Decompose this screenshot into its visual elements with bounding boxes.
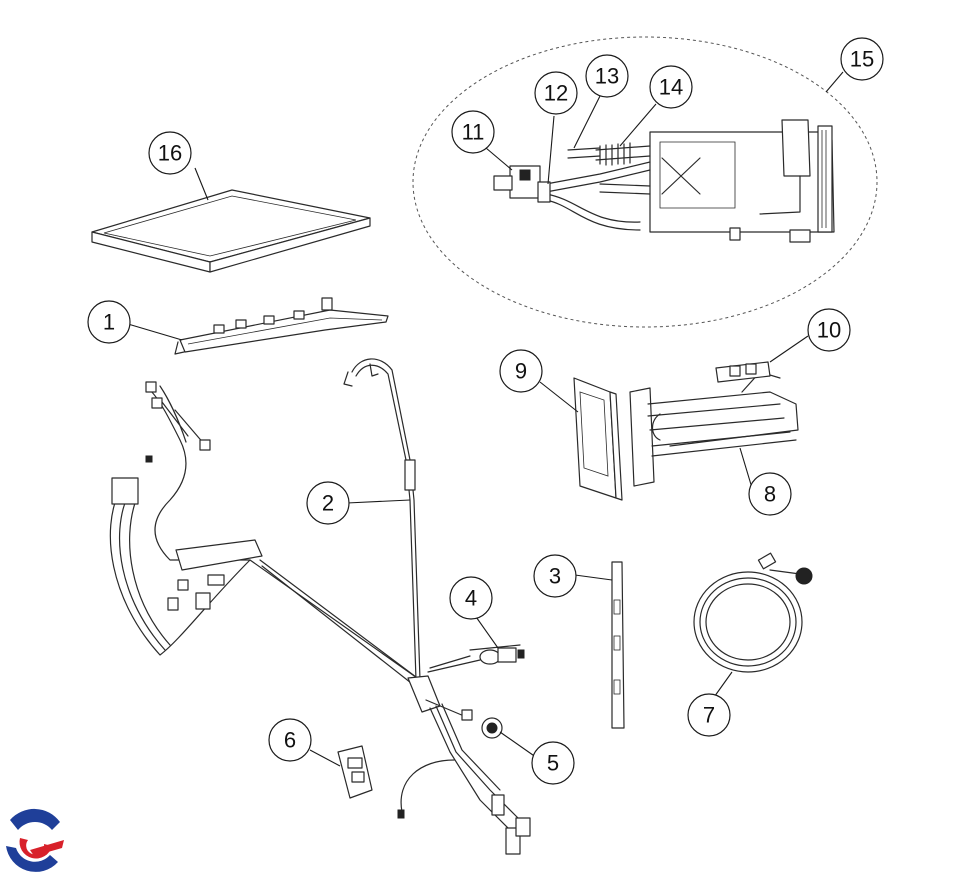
svg-text:6: 6 xyxy=(284,728,296,753)
part-7-hose xyxy=(693,552,813,673)
part-9-cover-plate xyxy=(573,377,623,501)
callout-6: 6 xyxy=(268,718,312,762)
svg-text:14: 14 xyxy=(659,75,683,100)
part-2-wire-harness xyxy=(109,358,531,855)
assembly-15-steam-unit xyxy=(493,119,835,243)
callout-3: 3 xyxy=(533,554,577,598)
svg-text:10: 10 xyxy=(817,318,841,343)
assembly-15-boundary xyxy=(412,36,878,328)
callout-13: 13 xyxy=(585,54,629,98)
svg-text:7: 7 xyxy=(703,703,715,728)
callout-16: 16 xyxy=(148,131,192,175)
part-10-switch xyxy=(715,361,771,383)
callout-11: 11 xyxy=(451,110,495,154)
part-4-sensor xyxy=(469,644,525,665)
svg-text:3: 3 xyxy=(549,564,561,589)
callout-14: 14 xyxy=(649,65,693,109)
svg-text:11: 11 xyxy=(462,120,485,145)
svg-text:4: 4 xyxy=(465,586,477,611)
callout-7: 7 xyxy=(687,693,731,737)
svg-text:5: 5 xyxy=(547,751,559,776)
svg-text:9: 9 xyxy=(515,359,527,384)
callout-15: 15 xyxy=(840,37,884,81)
part-3-bracket xyxy=(611,561,625,729)
part-8-heater xyxy=(629,371,799,487)
svg-text:15: 15 xyxy=(850,47,874,72)
callout-12: 12 xyxy=(534,71,578,115)
svg-text:8: 8 xyxy=(764,482,776,507)
svg-text:2: 2 xyxy=(322,491,334,516)
callout-9: 9 xyxy=(499,349,543,393)
leader-lines xyxy=(127,71,844,767)
callout-10: 10 xyxy=(807,308,851,352)
part-6-door-lock xyxy=(337,745,373,799)
svg-text:16: 16 xyxy=(158,141,182,166)
callout-2: 2 xyxy=(306,481,350,525)
svg-text:13: 13 xyxy=(595,64,619,89)
callout-1: 1 xyxy=(87,300,131,344)
part-1-control-rail xyxy=(174,297,389,355)
callout-8: 8 xyxy=(748,472,792,516)
brand-logo-icon xyxy=(4,808,64,873)
part-5-thermostat xyxy=(481,717,503,739)
svg-text:1: 1 xyxy=(103,310,115,335)
part-16-top-panel xyxy=(91,189,371,273)
svg-text:12: 12 xyxy=(544,81,568,106)
callout-4: 4 xyxy=(449,576,493,620)
callout-5: 5 xyxy=(531,741,575,785)
